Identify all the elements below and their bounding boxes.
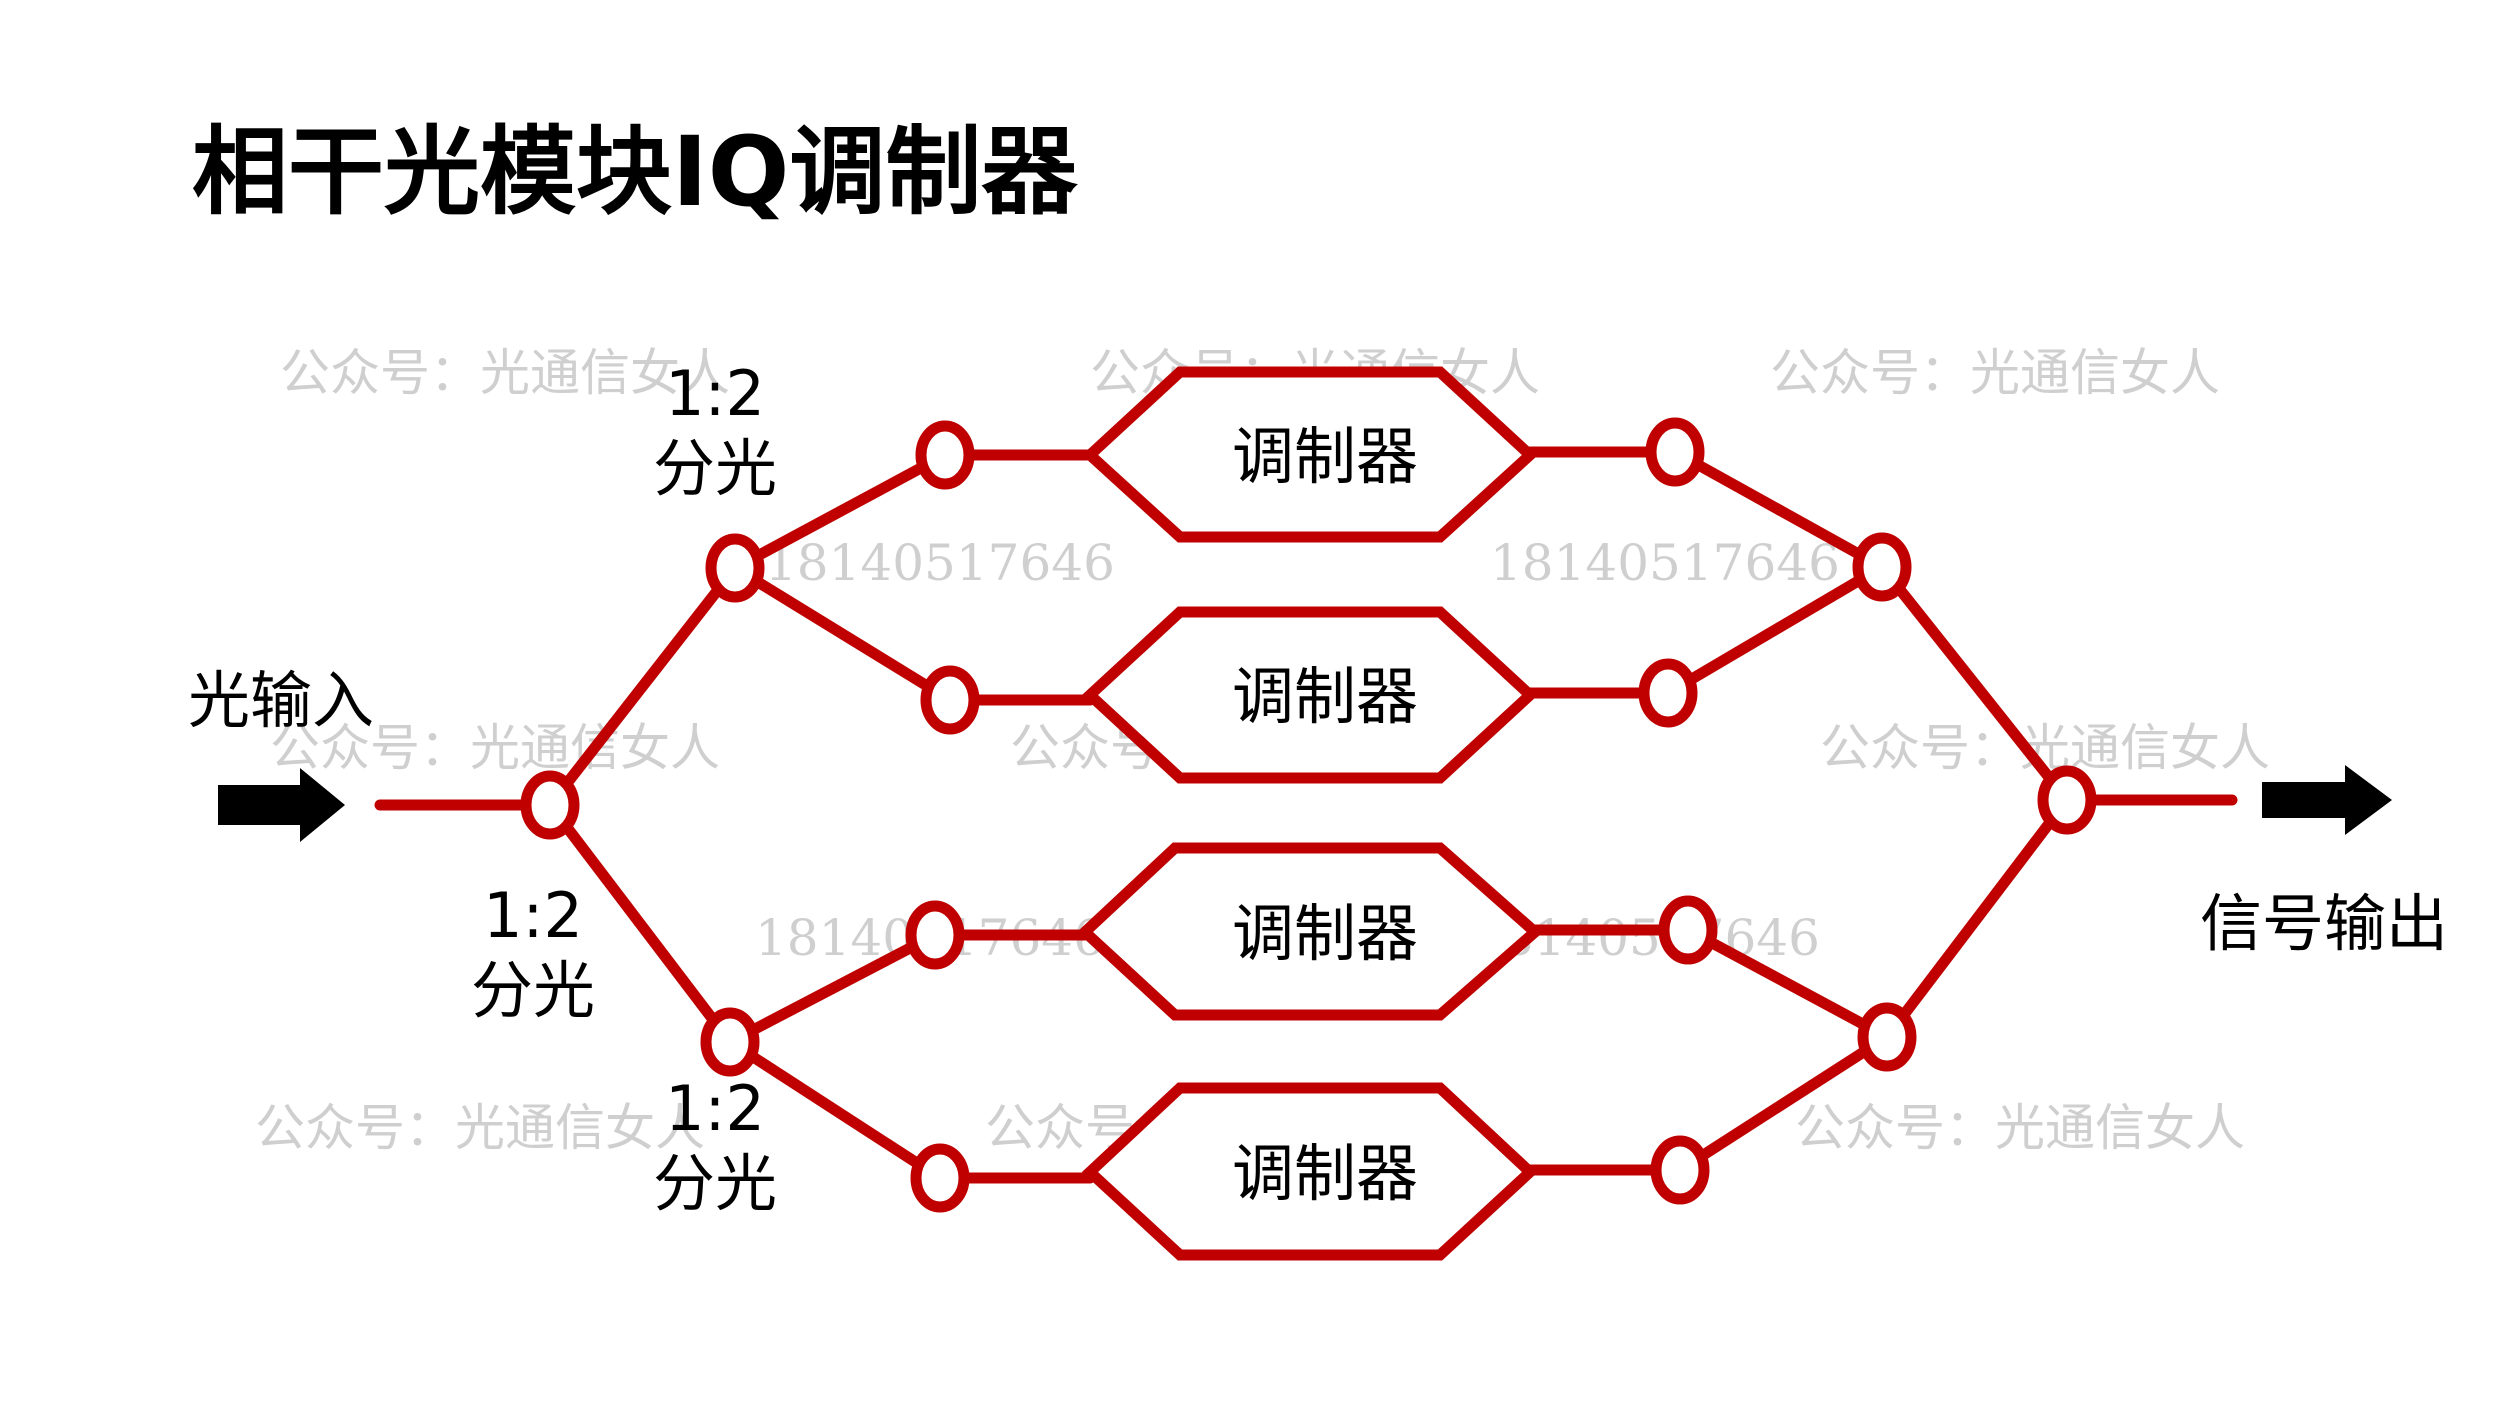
modulator-shape xyxy=(1081,606,1539,784)
combiner-node-upper xyxy=(1852,532,1912,602)
fiber-network xyxy=(374,446,2238,1184)
fiber-arm-2-out xyxy=(1662,561,1888,699)
splitter-text: 分光 xyxy=(653,1147,777,1220)
arm-node xyxy=(1658,895,1718,965)
arm-node xyxy=(1645,417,1705,487)
fiber-arm-1-in xyxy=(729,449,951,574)
output-label: 信号输出 xyxy=(2200,887,2448,960)
splitter-ratio: 1:2 xyxy=(665,357,765,430)
watermark-account: 公众号：光通信女人 xyxy=(1795,1099,2245,1157)
arm-node xyxy=(905,900,965,970)
page-title: 相干光模块IQ调制器 xyxy=(192,116,1078,228)
splitter-ratio: 1:2 xyxy=(483,879,583,952)
modulator-shape xyxy=(1076,842,1544,1021)
watermark-account: 公众号：光通信女人 xyxy=(255,1099,705,1157)
modulator-label: 调制器 xyxy=(1232,660,1418,733)
fiber-arm-3-in xyxy=(724,929,941,1048)
watermark-account: 公众号：光通信女人 xyxy=(1770,344,2220,402)
fiber-combine-top xyxy=(1876,561,2073,806)
combiner-node-main xyxy=(2037,765,2097,835)
splitter-node-main xyxy=(520,770,580,840)
combiner-node-lower xyxy=(1857,1002,1917,1072)
fiber-arm-3-out xyxy=(1682,924,1893,1043)
watermark-account: 公众号：光通信女人 xyxy=(280,344,730,402)
fiber-arm-4-out xyxy=(1674,1031,1893,1176)
arm-node xyxy=(910,1143,970,1213)
splitter-ratio: 1:2 xyxy=(665,1072,765,1145)
splitter-node-lower xyxy=(700,1007,760,1077)
modulator-1: 调制器 xyxy=(1081,366,1539,543)
fiber-split-top xyxy=(544,562,741,811)
fiber-arm-1-out xyxy=(1669,446,1888,573)
fiber-combine-bottom xyxy=(1881,794,2073,1043)
modulator-shape xyxy=(1081,1082,1539,1261)
input-label: 光输入 xyxy=(188,664,374,737)
modulator-label: 调制器 xyxy=(1232,897,1418,970)
output-arrow-icon xyxy=(2262,765,2392,835)
splitter-label-lower: 1:2 分光 xyxy=(653,1072,777,1220)
junction-nodes xyxy=(520,417,2097,1213)
splitter-label-main: 1:2 分光 xyxy=(471,879,595,1027)
splitter-text: 分光 xyxy=(653,432,777,505)
arm-node xyxy=(920,665,980,735)
modulator-label: 调制器 xyxy=(1232,1137,1418,1210)
modulator-4: 调制器 xyxy=(1081,1082,1539,1261)
fiber-arm-4-in xyxy=(724,1036,946,1184)
arm-node xyxy=(915,420,975,490)
splitter-label-upper: 1:2 分光 xyxy=(653,357,777,505)
fiber-split-bottom xyxy=(544,799,736,1048)
arm-node xyxy=(1650,1135,1710,1205)
modulator-3: 调制器 xyxy=(1076,842,1544,1021)
modulator-2: 调制器 xyxy=(1081,606,1539,784)
fiber-arm-2-in xyxy=(729,562,956,706)
arm-node xyxy=(1638,658,1698,728)
splitter-text: 分光 xyxy=(471,954,595,1027)
input-arrow-icon xyxy=(218,768,345,842)
watermark-phone: 18140517646 xyxy=(1490,534,1840,592)
modulator-shape xyxy=(1081,366,1539,543)
modulator-label: 调制器 xyxy=(1232,420,1418,493)
watermark-account: 公众号：光通信女人 xyxy=(270,719,720,777)
watermark-phone: 18140517646 xyxy=(765,534,1115,592)
splitter-node-upper xyxy=(705,533,765,603)
